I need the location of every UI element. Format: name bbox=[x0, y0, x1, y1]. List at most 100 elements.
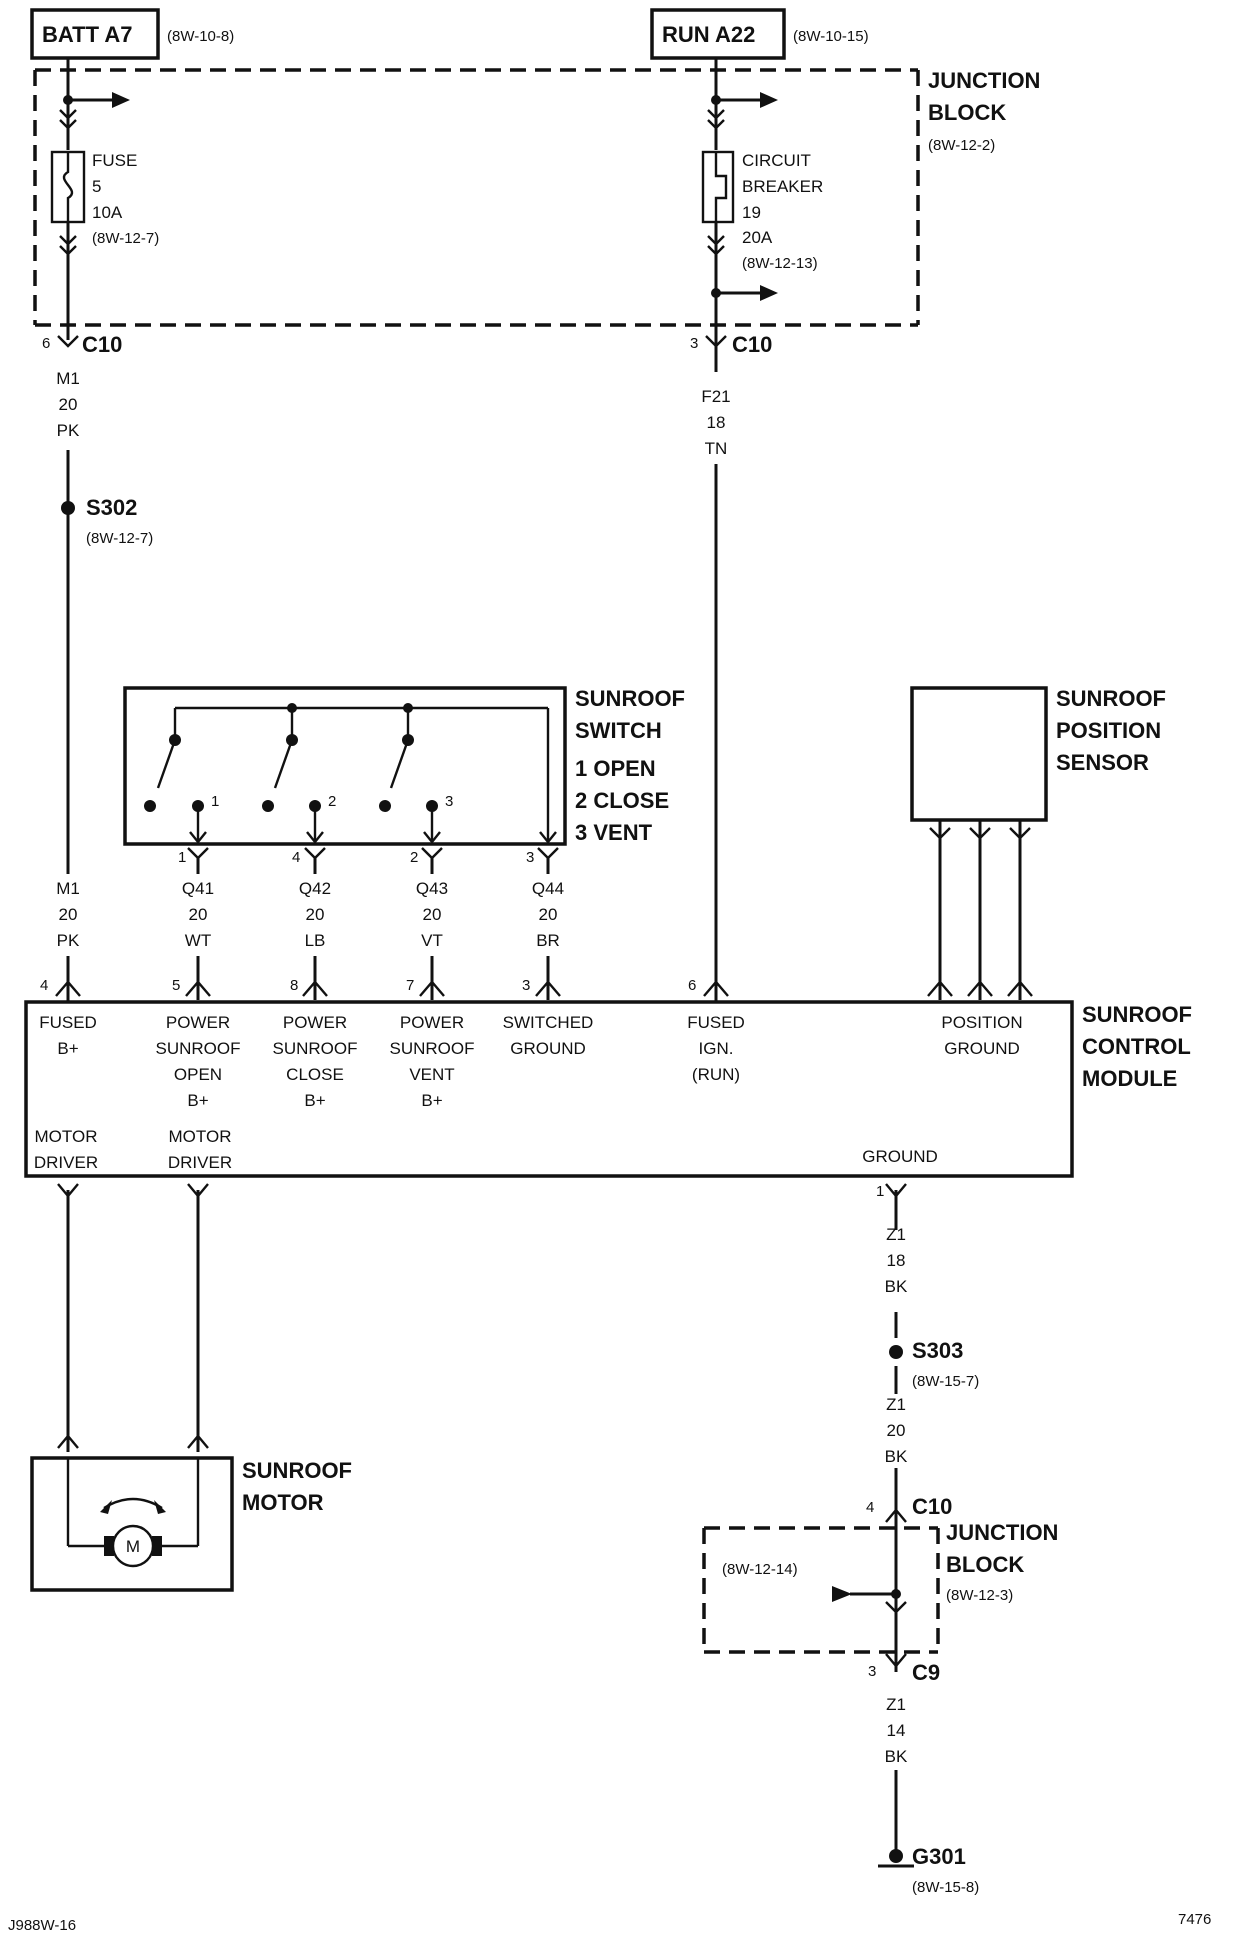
sunroof-control-module-box bbox=[24, 1000, 1074, 1178]
wire-q44-2: 20 bbox=[539, 905, 558, 924]
module-pin-vent: 7 bbox=[406, 977, 414, 994]
fuse-l1: FUSE bbox=[92, 151, 137, 170]
module-pos-1: POSITION bbox=[941, 1013, 1022, 1032]
module-l2: CONTROL bbox=[1082, 1034, 1191, 1059]
ground-pin: 1 bbox=[876, 1183, 884, 1200]
breaker-l1: CIRCUIT bbox=[742, 151, 811, 170]
module-pin-close: 8 bbox=[290, 977, 298, 994]
module-open-2: SUNROOF bbox=[156, 1039, 241, 1058]
splice-s303-name: S303 bbox=[912, 1338, 963, 1363]
module-ground-label: GROUND bbox=[862, 1147, 938, 1166]
wire-m1-mid-1: M1 bbox=[56, 879, 80, 898]
sunroof-switch-box bbox=[123, 686, 567, 846]
batt-a7-ref: (8W-10-8) bbox=[167, 28, 234, 45]
junction-top-l2: BLOCK bbox=[928, 100, 1006, 125]
wire-q41-2: 20 bbox=[189, 905, 208, 924]
wire-q42-3: LB bbox=[305, 931, 326, 950]
module-switched-2: GROUND bbox=[510, 1039, 586, 1058]
svg-text:Z1: Z1 bbox=[886, 1695, 906, 1714]
wire-f21-2: 18 bbox=[707, 413, 726, 432]
module-vent-4: B+ bbox=[421, 1091, 442, 1110]
breaker-l4: 20A bbox=[742, 228, 773, 247]
conn-right-name: C10 bbox=[732, 332, 772, 357]
splice-s302-ref: (8W-12-7) bbox=[86, 530, 153, 547]
module-l3: MODULE bbox=[1082, 1066, 1177, 1091]
wire-q41-3: WT bbox=[185, 931, 211, 950]
module-vent-1: POWER bbox=[400, 1013, 464, 1032]
wire-z1-a-2: 18 bbox=[887, 1251, 906, 1270]
ground-g301-symbol bbox=[878, 1849, 914, 1868]
position-sensor-l1: SUNROOF bbox=[1056, 686, 1166, 711]
module-pin-fused: 4 bbox=[40, 977, 48, 994]
module-vent-2: SUNROOF bbox=[390, 1039, 475, 1058]
motor-l1: SUNROOF bbox=[242, 1458, 352, 1483]
switch-pin-3: 2 bbox=[410, 849, 418, 866]
motor-symbol-m: M bbox=[126, 1537, 140, 1556]
batt-a7-box bbox=[30, 8, 160, 60]
module-open-1: POWER bbox=[166, 1013, 230, 1032]
conn-left-pin: 6 bbox=[42, 335, 50, 352]
junction-block-top-outline bbox=[33, 68, 920, 327]
wire-z1-a-3: BK bbox=[885, 1277, 908, 1296]
wire-z1-b-1: Z1 bbox=[886, 1395, 906, 1414]
switch-contacts bbox=[144, 703, 557, 844]
motor-symbol bbox=[66, 1458, 200, 1568]
conn-c10-bottom-pin: 4 bbox=[866, 1499, 874, 1516]
ground-g301-ref: (8W-15-8) bbox=[912, 1879, 979, 1896]
module-pin-open: 5 bbox=[172, 977, 180, 994]
junction-bottom-ref: (8W-12-3) bbox=[946, 1587, 1013, 1604]
fuse-l2: 5 bbox=[92, 177, 101, 196]
splice-s302-dot bbox=[61, 501, 75, 515]
junction-bottom-l1: JUNCTION bbox=[946, 1520, 1058, 1545]
wire-q42-2: 20 bbox=[306, 905, 325, 924]
wire-z1-b-2: 20 bbox=[887, 1421, 906, 1440]
wire-q41-1: Q41 bbox=[182, 879, 214, 898]
conn-c9-name: C9 bbox=[912, 1660, 940, 1685]
switch-pin-2: 4 bbox=[292, 849, 300, 866]
switch-l3: 1 OPEN bbox=[575, 756, 656, 781]
wire-q44-3: BR bbox=[536, 931, 560, 950]
run-a22-ref: (8W-10-15) bbox=[793, 28, 869, 45]
module-open-4: B+ bbox=[187, 1091, 208, 1110]
wire-q43-1: Q43 bbox=[416, 879, 448, 898]
module-motor2-2: DRIVER bbox=[168, 1153, 232, 1172]
junction-bottom-l2: BLOCK bbox=[946, 1552, 1024, 1577]
breaker-l2: BREAKER bbox=[742, 177, 823, 196]
switch-l1: SUNROOF bbox=[575, 686, 685, 711]
module-close-4: B+ bbox=[304, 1091, 325, 1110]
conn-c9-pin: 3 bbox=[868, 1663, 876, 1680]
junction-bottom-inner-ref: (8W-12-14) bbox=[722, 1561, 798, 1578]
wire-m1-mid-2: 20 bbox=[59, 905, 78, 924]
splice-s303-ref: (8W-15-7) bbox=[912, 1373, 979, 1390]
module-motor2-1: MOTOR bbox=[169, 1127, 232, 1146]
wire-f21-1: F21 bbox=[701, 387, 730, 406]
module-motor1-1: MOTOR bbox=[35, 1127, 98, 1146]
ground-g301-name: G301 bbox=[912, 1844, 966, 1869]
module-pin-switched: 3 bbox=[522, 977, 530, 994]
junction-top-l1: JUNCTION bbox=[928, 68, 1040, 93]
position-sensor-box bbox=[910, 686, 1048, 822]
module-fused-2: B+ bbox=[57, 1039, 78, 1058]
sunroof-motor-box bbox=[30, 1456, 234, 1592]
junction-top-ref: (8W-12-2) bbox=[928, 137, 995, 154]
fuse-l3: 10A bbox=[92, 203, 123, 222]
module-open-3: OPEN bbox=[174, 1065, 222, 1084]
module-pos-2: GROUND bbox=[944, 1039, 1020, 1058]
motor-l2: MOTOR bbox=[242, 1490, 324, 1515]
wire-f21-3: TN bbox=[705, 439, 728, 458]
fuse-ref: (8W-12-7) bbox=[92, 230, 159, 247]
module-ign-1: FUSED bbox=[687, 1013, 745, 1032]
run-a22-label: RUN A22 bbox=[662, 22, 755, 47]
splice-s303-dot bbox=[889, 1345, 903, 1359]
switch-l2: SWITCH bbox=[575, 718, 662, 743]
module-fused-1: FUSED bbox=[39, 1013, 97, 1032]
position-sensor-l2: POSITION bbox=[1056, 718, 1161, 743]
run-a22-box bbox=[650, 8, 786, 60]
footer-right: 7476 bbox=[1178, 1911, 1211, 1928]
switch-l5: 3 VENT bbox=[575, 820, 653, 845]
module-motor1-2: DRIVER bbox=[34, 1153, 98, 1172]
conn-c10-bottom-name: C10 bbox=[912, 1494, 952, 1519]
switch-l4: 2 CLOSE bbox=[575, 788, 669, 813]
conn-right-pin: 3 bbox=[690, 335, 698, 352]
